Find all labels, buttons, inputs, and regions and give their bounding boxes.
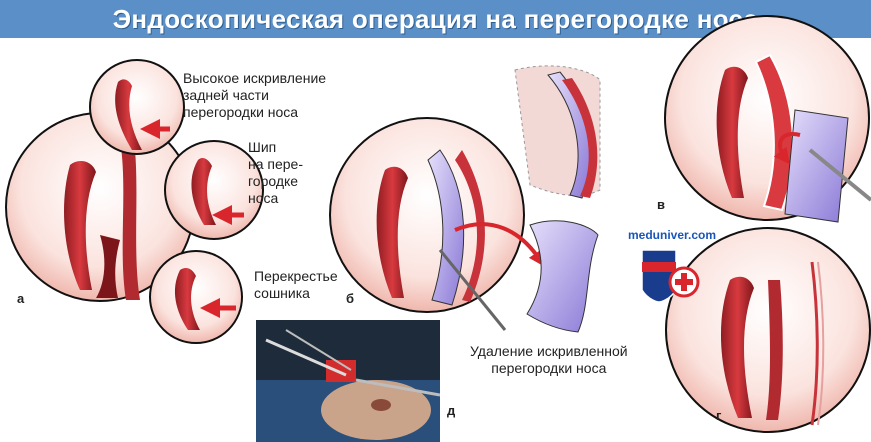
page-title: Эндоскопическая операция на перегородке …: [112, 4, 759, 34]
title-bar: Эндоскопическая операция на перегородке …: [0, 0, 871, 38]
panel-b: [329, 65, 601, 333]
panel-a: [5, 59, 264, 344]
letter-g: г: [716, 408, 722, 423]
panel-b-removed-piece: [526, 220, 599, 333]
letter-b: б: [346, 291, 355, 306]
label-removal: Удаление искривленной перегородки носа: [470, 343, 628, 376]
panel-a-septum: [120, 140, 140, 300]
panel-b-instrument: [438, 249, 507, 331]
watermark-logo: [641, 249, 700, 303]
panel-g-circle: [665, 227, 871, 433]
panel-v: [664, 15, 871, 223]
letter-v: в: [657, 197, 665, 212]
letter-d: д: [447, 403, 456, 418]
photo-illustration: [256, 320, 440, 442]
panel-a-turbinate: [64, 160, 96, 290]
label-spur: Шип на пере- городке носа: [248, 139, 304, 206]
surgical-photo: [256, 320, 440, 442]
panel-a-floor: [96, 235, 120, 298]
panel-g: [665, 227, 871, 433]
panel-a-inset-crossing: [149, 250, 243, 344]
watermark-text: meduniver.com: [628, 228, 717, 242]
label-crossing: Перекрестье сошника: [254, 268, 338, 301]
panel-v-arrow: [773, 132, 801, 165]
letter-a: а: [17, 291, 25, 306]
panel-b-arrow: [454, 222, 545, 267]
panel-v-instrument: [808, 148, 871, 202]
label-high-curve: Высокое искривление задней части перегор…: [183, 70, 327, 120]
panel-b-circle: [329, 117, 525, 313]
panel-v-elevator: [784, 109, 849, 223]
